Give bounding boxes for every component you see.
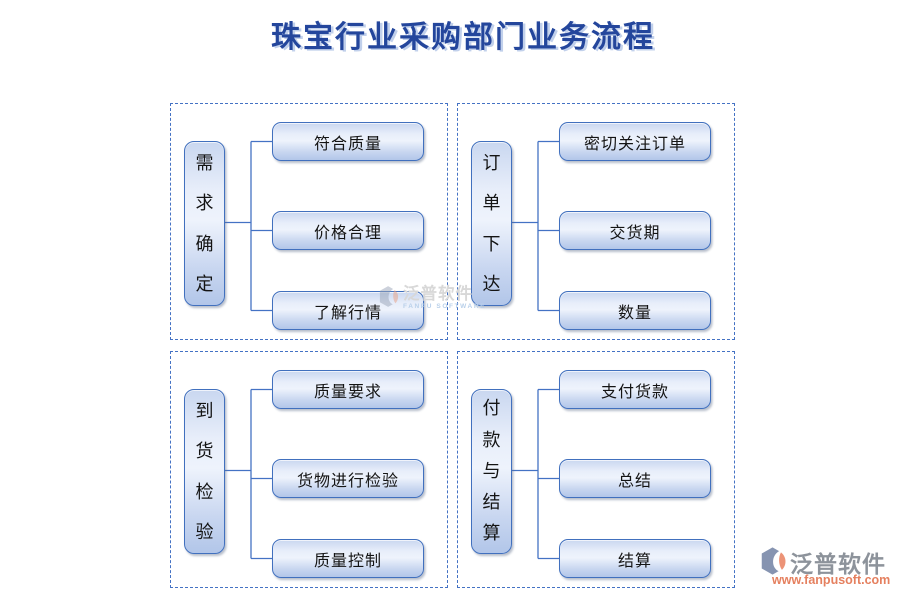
watermark-brand: 泛普软件 [790,551,886,577]
connector-lines [224,140,272,312]
step-box: 了解行情 [272,291,424,330]
step-label: 符合质量 [313,135,382,153]
step-box: 总结 [559,459,711,498]
step-label: 数量 [617,304,652,322]
stage-box-arrival-inspection: 到货检验 [184,389,225,554]
fanpu-watermark-center: 泛普软件 FANPU SOFTWARE [377,285,486,310]
step-label: 交货期 [609,224,661,242]
step-box: 货物进行检验 [272,459,424,498]
watermark-brand: 泛普软件 [403,285,473,303]
step-box: 价格合理 [272,211,424,250]
stage-label: 付款与结算 [482,398,501,544]
watermark-text: 泛普软件 FANPU SOFTWARE [403,285,486,310]
fanpu-logo-icon [379,286,399,307]
fanpu-watermark-corner: 泛普软件 www.fanpusoft.com [752,544,896,590]
step-box: 结算 [559,539,711,578]
step-box: 数量 [559,291,711,330]
page-title: 珠宝行业采购部门业务流程 [271,21,655,54]
stage-label: 订单下达 [482,152,501,294]
step-box: 质量要求 [272,370,424,409]
stage-label: 到货检验 [195,400,214,542]
step-label: 了解行情 [313,304,382,322]
step-box: 质量控制 [272,539,424,578]
step-label: 密切关注订单 [583,135,686,153]
stage-box-requirements: 需求确定 [184,141,225,306]
panel-payment-settlement: 付款与结算 支付货款 总结 结算 [457,351,735,588]
panel-arrival-inspection: 到货检验 质量要求 货物进行检验 质量控制 [170,351,448,588]
connector-lines [511,140,559,312]
panel-requirements: 需求确定 符合质量 价格合理 了解行情 [170,103,448,340]
step-label: 货物进行检验 [296,472,399,490]
step-label: 价格合理 [313,224,382,242]
step-label: 支付货款 [600,383,669,401]
step-box: 交货期 [559,211,711,250]
connector-lines [224,388,272,560]
step-label: 总结 [617,472,652,490]
step-label: 质量要求 [313,383,382,401]
step-label: 质量控制 [313,552,382,570]
step-box: 符合质量 [272,122,424,161]
step-label: 结算 [617,552,652,570]
watermark-url: www.fanpusoft.com [772,573,891,587]
fanpu-logo-icon [761,547,786,575]
stage-box-order-placement: 订单下达 [471,141,512,306]
connector-lines [511,388,559,560]
step-box: 密切关注订单 [559,122,711,161]
panel-order-placement: 订单下达 密切关注订单 交货期 数量 [457,103,735,340]
watermark-subtitle: FANPU SOFTWARE [403,303,487,311]
stage-box-payment-settlement: 付款与结算 [471,389,512,554]
stage-label: 需求确定 [195,152,214,294]
step-box: 支付货款 [559,370,711,409]
